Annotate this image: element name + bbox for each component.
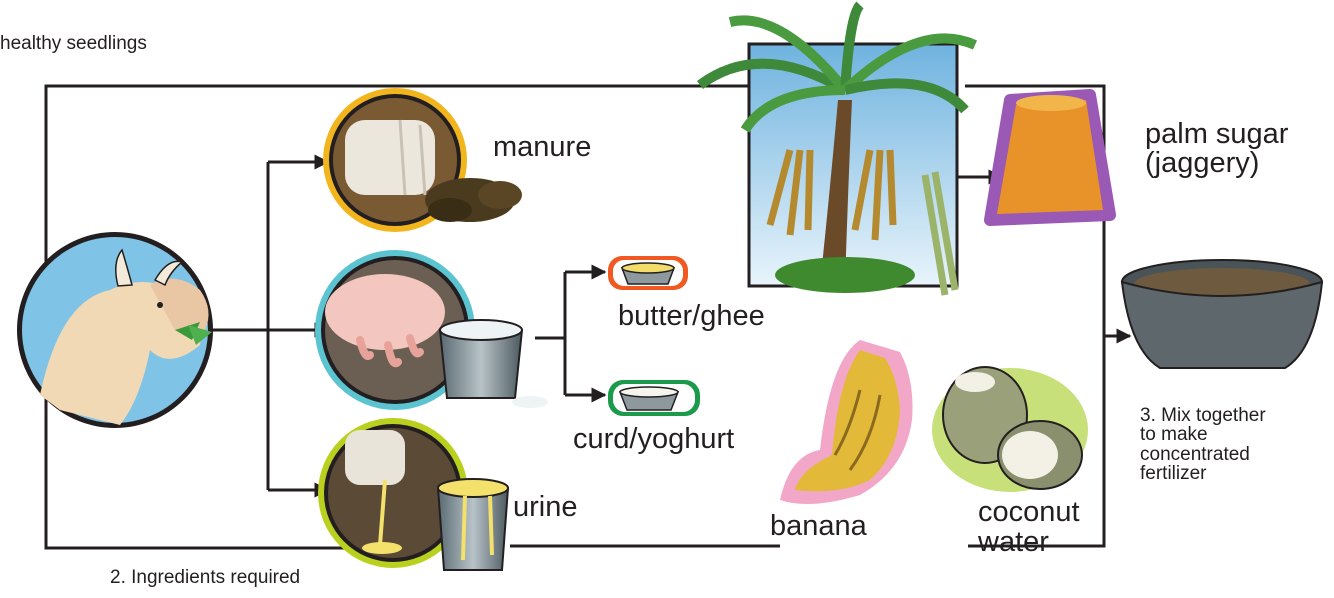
jaggery-illustration <box>990 95 1110 220</box>
butter-illustration <box>608 256 688 290</box>
coconut-illustration <box>932 367 1088 492</box>
urine-illustration <box>318 418 508 570</box>
label-curd-yoghurt: curd/yoghurt <box>573 425 734 454</box>
label-butter-ghee: butter/ghee <box>618 302 765 331</box>
pot-illustration <box>1122 260 1322 368</box>
milk-illustration <box>315 250 548 410</box>
caption-mix-together: 3. Mix together to make concentrated fer… <box>1140 406 1266 484</box>
caption-ingredients-required: 2. Ingredients required <box>110 568 300 587</box>
label-manure: manure <box>493 133 591 162</box>
banana-illustration <box>780 340 913 504</box>
cow-illustration <box>17 232 213 428</box>
label-coconut-water: coconut water <box>978 497 1080 557</box>
palm-tree-illustration <box>700 5 975 295</box>
label-banana: banana <box>770 512 867 541</box>
label-palm-sugar: palm sugar (jaggery) <box>1145 120 1288 178</box>
top-note: healthy seedlings <box>0 34 147 53</box>
curd-illustration <box>608 380 700 416</box>
label-urine: urine <box>513 493 578 522</box>
